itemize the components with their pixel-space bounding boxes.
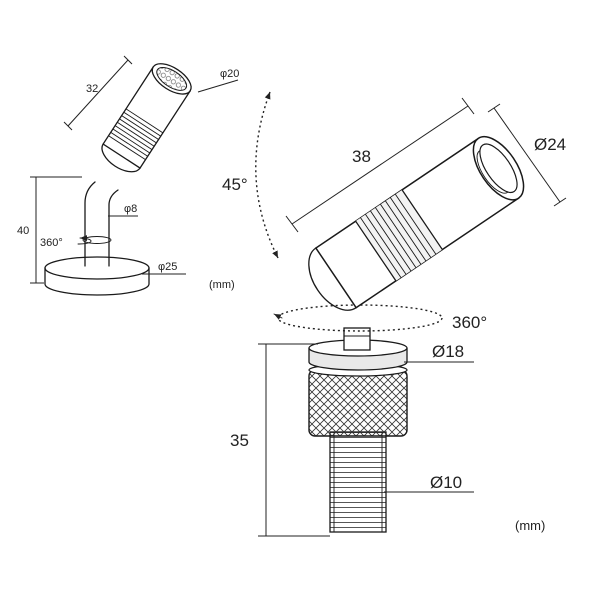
small-dim-base: φ25 — [142, 261, 186, 275]
small-dim-stem: φ8 — [108, 203, 138, 217]
large-dim-height: 35 — [230, 343, 330, 537]
large-unit-label: (mm) — [515, 518, 545, 533]
large-height-label: 35 — [230, 431, 249, 450]
small-lamp-body — [101, 63, 192, 173]
large-rotation-arc: 360° — [273, 304, 487, 332]
large-rotation-label: 360° — [452, 313, 487, 332]
large-nut-diameter-label: Ø18 — [432, 342, 464, 361]
large-dim-length: 38 — [285, 97, 475, 233]
large-tilt-label: 45° — [222, 175, 248, 194]
large-dim-head: Ø24 — [487, 103, 567, 207]
small-view: 32 φ20 40 φ8 360° φ25 (mm) — [17, 55, 239, 296]
large-tilt-arc: 45° — [222, 91, 279, 259]
large-length-label: 38 — [352, 147, 371, 166]
small-unit-label: (mm) — [209, 279, 235, 291]
large-view: 45° 360° — [222, 91, 567, 537]
small-base-diameter-label: φ25 — [158, 261, 177, 273]
small-stem-diameter-label: φ8 — [124, 203, 137, 215]
large-head-diameter-label: Ø24 — [534, 135, 566, 154]
large-pivot — [343, 327, 371, 351]
small-dim-height: 40 — [17, 176, 82, 284]
small-cooling-fins — [108, 108, 164, 161]
large-lamp-body — [308, 136, 525, 311]
small-height-label: 40 — [17, 225, 29, 237]
large-thread-bolt — [329, 431, 387, 533]
large-cooling-fins — [355, 189, 443, 282]
small-base — [44, 256, 150, 296]
small-dim-rotation: 360° — [40, 235, 92, 249]
small-stem — [82, 181, 119, 267]
small-rotation-label: 360° — [40, 237, 63, 249]
large-dim-nut: Ø18 — [404, 342, 474, 363]
small-head-diameter-label: φ20 — [220, 68, 239, 80]
small-dim-length: 32 — [63, 55, 133, 131]
small-length-label: 32 — [86, 83, 98, 95]
large-dim-thread: Ø10 — [384, 473, 474, 493]
large-knurled-nut — [308, 363, 408, 437]
small-dim-head: φ20 — [197, 68, 239, 93]
large-thread-diameter-label: Ø10 — [430, 473, 462, 492]
